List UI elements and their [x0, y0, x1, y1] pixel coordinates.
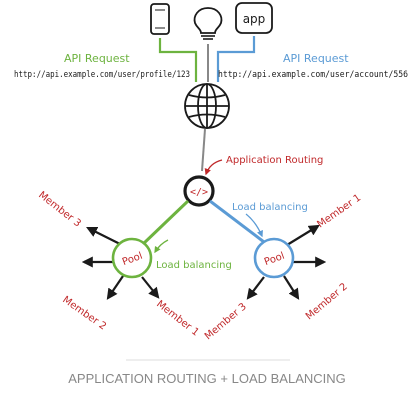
left-member-1: Member 1 — [154, 299, 201, 339]
left-request-url: http://api.example.com/user/profile/123 — [14, 70, 190, 80]
blue-pool-link — [209, 199, 265, 244]
gray-routing-line — [201, 128, 206, 172]
right-lb-label: Load balancing — [232, 202, 308, 213]
green-request-line — [158, 38, 198, 82]
phone-icon — [150, 3, 170, 35]
right-lb-arrow — [245, 213, 263, 238]
app-icon: app — [235, 2, 273, 34]
right-pool-branch-member1 — [286, 224, 320, 246]
right-pool: Pool — [246, 224, 327, 300]
left-lb-label: Load balancing — [156, 260, 232, 271]
diagram-caption: APPLICATION ROUTING + LOAD BALANCING — [68, 371, 346, 386]
green-pool-link — [140, 199, 190, 247]
left-pool-circle — [111, 237, 153, 279]
right-pool-circle — [253, 237, 295, 279]
routing-label: Application Routing — [226, 155, 323, 166]
blue-request-line — [216, 36, 256, 82]
left-pool-branch-member1 — [141, 276, 160, 299]
right-request-title: API Request — [283, 52, 349, 65]
globe-icon — [184, 83, 230, 129]
lightbulb-icon — [193, 7, 223, 40]
router-icon: </> — [183, 175, 215, 207]
left-member-3: Member 3 — [36, 190, 83, 230]
router-code-glyph: </> — [190, 187, 208, 198]
left-pool: Pool — [81, 227, 160, 300]
right-pool-branch-member3 — [246, 276, 265, 300]
app-icon-label: app — [243, 12, 266, 26]
routing-arrow — [204, 159, 223, 176]
right-member-2: Member 2 — [304, 281, 350, 322]
right-request-url: http://api.example.com/user/account/556 — [218, 70, 408, 80]
left-member-2: Member 2 — [60, 294, 108, 332]
left-request-title: API Request — [64, 52, 130, 65]
right-pool-branch-member2 — [283, 275, 300, 300]
right-member-1: Member 1 — [315, 192, 363, 230]
left-lb-arrow — [154, 239, 169, 254]
left-pool-branch-member2b — [106, 275, 124, 300]
right-member-3: Member 3 — [203, 301, 249, 342]
